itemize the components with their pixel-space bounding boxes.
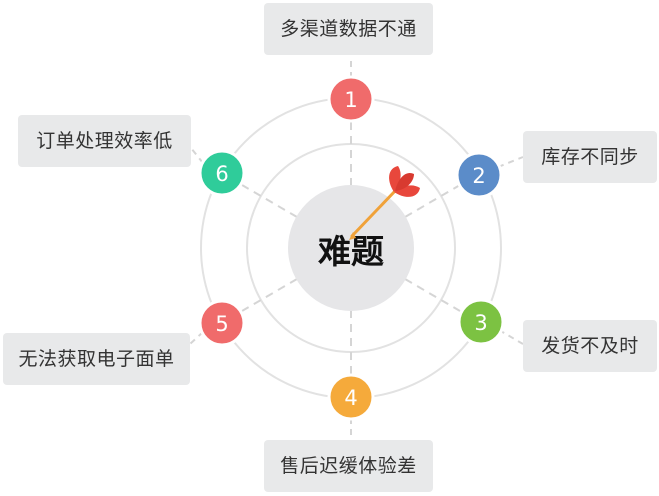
node-number-6: 6 [215,162,228,186]
label-box-4: 售后迟缓体验差 [264,440,433,492]
label-box-3: 发货不及时 [523,320,657,372]
label-box-6: 订单处理效率低 [18,115,191,167]
label-box-1: 多渠道数据不通 [264,3,433,55]
node-1: 1 [327,75,375,123]
node-number-3: 3 [474,311,487,335]
node-number-1: 1 [344,88,357,112]
connector-5 [189,331,204,345]
connector-2 [497,156,524,168]
spoke-5 [241,278,298,312]
label-box-2: 库存不同步 [523,131,657,183]
node-number-5: 5 [215,312,228,336]
node-3: 3 [457,298,505,346]
node-2: 2 [455,151,503,199]
spokes [241,122,461,374]
label-box-5: 无法获取电子面单 [3,333,190,385]
node-4: 4 [327,373,375,421]
center-circle [288,185,414,311]
node-number-2: 2 [472,164,485,188]
node-number-4: 4 [344,386,357,410]
node-6: 6 [198,149,246,197]
node-5: 5 [198,299,246,347]
spoke-2 [404,184,461,218]
connector-3 [498,329,524,345]
dart-icon [349,166,420,240]
spoke-6 [241,184,298,218]
connectors [189,57,524,440]
spoke-3 [404,278,461,312]
connector-6 [190,147,204,164]
